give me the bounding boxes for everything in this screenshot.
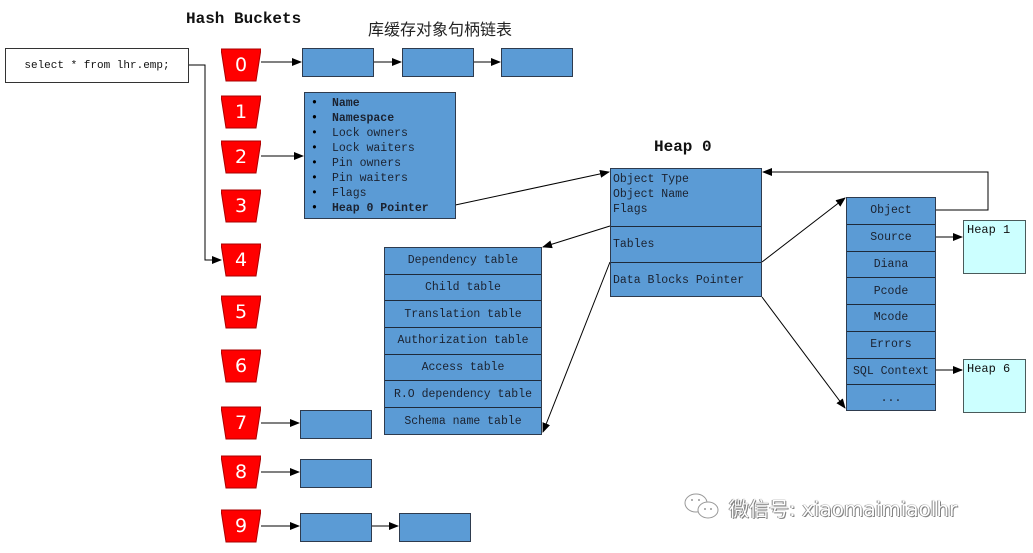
hash-bucket-5: 5 xyxy=(221,295,261,329)
hash-bucket-6: 6 xyxy=(221,349,261,383)
handle-field: Namespace xyxy=(311,111,449,126)
data-block-cell: Object xyxy=(847,198,935,225)
table-cell: Schema name table xyxy=(404,414,522,428)
hash-bucket-1: 1 xyxy=(221,95,261,129)
table-cell: Access table xyxy=(385,355,541,382)
object-to-heap0-arrow xyxy=(762,168,989,211)
heap0-field: Data Blocks Pointer xyxy=(613,274,745,287)
handle-chain-box xyxy=(300,513,372,542)
heap1-box: Heap 1 xyxy=(963,220,1026,274)
hash-bucket-7: 7 xyxy=(221,406,261,440)
hash-bucket-0: 0 xyxy=(221,48,261,82)
bucket-number: 9 xyxy=(234,515,248,537)
heap0-title: Heap 0 xyxy=(654,138,712,156)
hash-buckets-title: Hash Buckets xyxy=(186,10,302,28)
sql-query-box: select * from lhr.emp; xyxy=(5,48,189,83)
query-to-bucket4-arrow xyxy=(189,64,222,264)
bucket-number: 5 xyxy=(234,301,248,323)
handle-chain-box xyxy=(501,48,573,77)
wechat-icon xyxy=(684,493,719,519)
data-block-cell: ... xyxy=(880,392,902,406)
handle-field-list: NameNamespaceLock ownersLock waitersPin … xyxy=(311,96,449,216)
data-block-cell: SQL Context xyxy=(847,359,935,386)
table-cell: Translation table xyxy=(385,301,541,329)
handle-field: Name xyxy=(311,96,449,111)
hash-bucket-2: 2 xyxy=(221,140,261,174)
bucket-number: 0 xyxy=(234,54,248,76)
data-block-cell: Pcode xyxy=(847,278,935,305)
data-blocks-bottom-arrow xyxy=(761,296,846,409)
table-cell: Authorization table xyxy=(385,328,541,355)
handle-field: Heap 0 Pointer xyxy=(311,201,449,216)
library-cache-handle: NameNamespaceLock ownersLock waitersPin … xyxy=(304,92,456,219)
data-block-cell: Errors xyxy=(847,332,935,359)
handle-chain-box xyxy=(300,459,372,488)
data-blocks-top-arrow xyxy=(761,197,846,263)
data-block-cell: Source xyxy=(847,225,935,252)
handle-chain-box xyxy=(402,48,474,77)
bucket-number: 1 xyxy=(234,101,248,123)
heap0-to-tables-bottom-arrow xyxy=(542,261,611,433)
data-block-cell: Diana xyxy=(847,252,935,279)
heap0-section: Tables xyxy=(611,227,761,263)
watermark: 微信号: xiaomaimiaolhr xyxy=(683,492,957,522)
bucket-number: 6 xyxy=(234,355,248,377)
heap0-to-tables-arrow xyxy=(542,225,611,249)
table-cell: Child table xyxy=(385,275,541,302)
handle-field: Flags xyxy=(311,186,449,201)
handle-chain-box xyxy=(300,410,372,439)
handle-chain-box xyxy=(302,48,374,77)
handle-chain-title: 库缓存对象句柄链表 xyxy=(368,20,513,39)
handle-field: Pin owners xyxy=(311,156,449,171)
watermark-text: 微信号: xiaomaimiaolhr xyxy=(729,496,958,521)
table-cell: Dependency table xyxy=(385,248,541,275)
heap0-field: Tables xyxy=(613,238,655,251)
bucket-number: 4 xyxy=(234,249,248,271)
heap0-field: Object Name xyxy=(613,188,689,201)
heap0-pointer-arrow xyxy=(445,169,610,208)
bucket-number: 8 xyxy=(234,461,248,483)
bucket-number: 2 xyxy=(234,146,248,168)
hash-bucket-8: 8 xyxy=(221,455,261,489)
handle-chain-box xyxy=(399,513,471,542)
hash-bucket-3: 3 xyxy=(221,189,261,223)
heap0-section: Data Blocks Pointer xyxy=(611,263,761,298)
handle-field: Lock owners xyxy=(311,126,449,141)
handle-field: Pin waiters xyxy=(311,171,449,186)
heap0-field: Object Type xyxy=(613,173,689,186)
handle-field: Lock waiters xyxy=(311,141,449,156)
table-cell: R.O dependency table xyxy=(385,381,541,409)
bucket-number: 3 xyxy=(234,195,248,217)
heap0-field: Flags xyxy=(613,203,648,216)
heap6-box: Heap 6 xyxy=(963,359,1026,413)
hash-bucket-4: 4 xyxy=(221,243,261,277)
bucket-number: 7 xyxy=(234,412,248,434)
data-block-cell: Mcode xyxy=(847,305,935,332)
hash-bucket-9: 9 xyxy=(221,509,261,543)
